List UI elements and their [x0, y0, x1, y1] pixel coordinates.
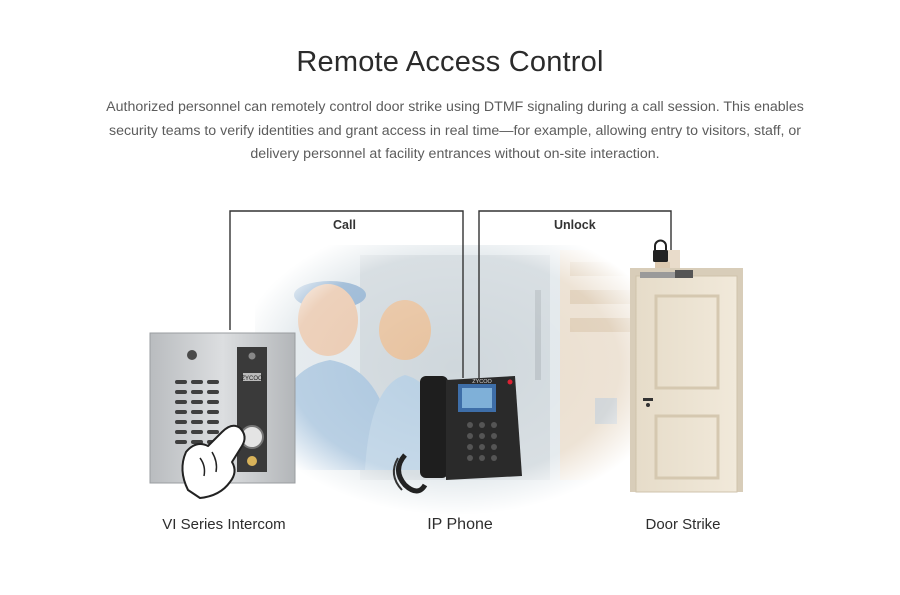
hand-pointer-icon — [181, 424, 246, 499]
intercom-brand-text: ZYCOO — [241, 376, 263, 382]
page-title: Remote Access Control — [296, 46, 604, 78]
call-link-line — [229, 210, 464, 378]
lock-icon — [653, 239, 668, 262]
intercom-label: VI Series Intercom — [162, 516, 286, 533]
call-link-label: Call — [333, 218, 356, 232]
door-strike-label: Door Strike — [645, 516, 721, 533]
phone-brand-text: ZYCOO — [472, 379, 492, 385]
desk-phone-icon — [392, 376, 522, 494]
unlock-link-line — [478, 210, 672, 378]
unlock-link-label: Unlock — [554, 218, 596, 232]
page-description: Authorized personnel can remotely contro… — [106, 99, 804, 162]
ip-phone-label: IP Phone — [427, 516, 493, 533]
door-icon — [630, 268, 743, 493]
